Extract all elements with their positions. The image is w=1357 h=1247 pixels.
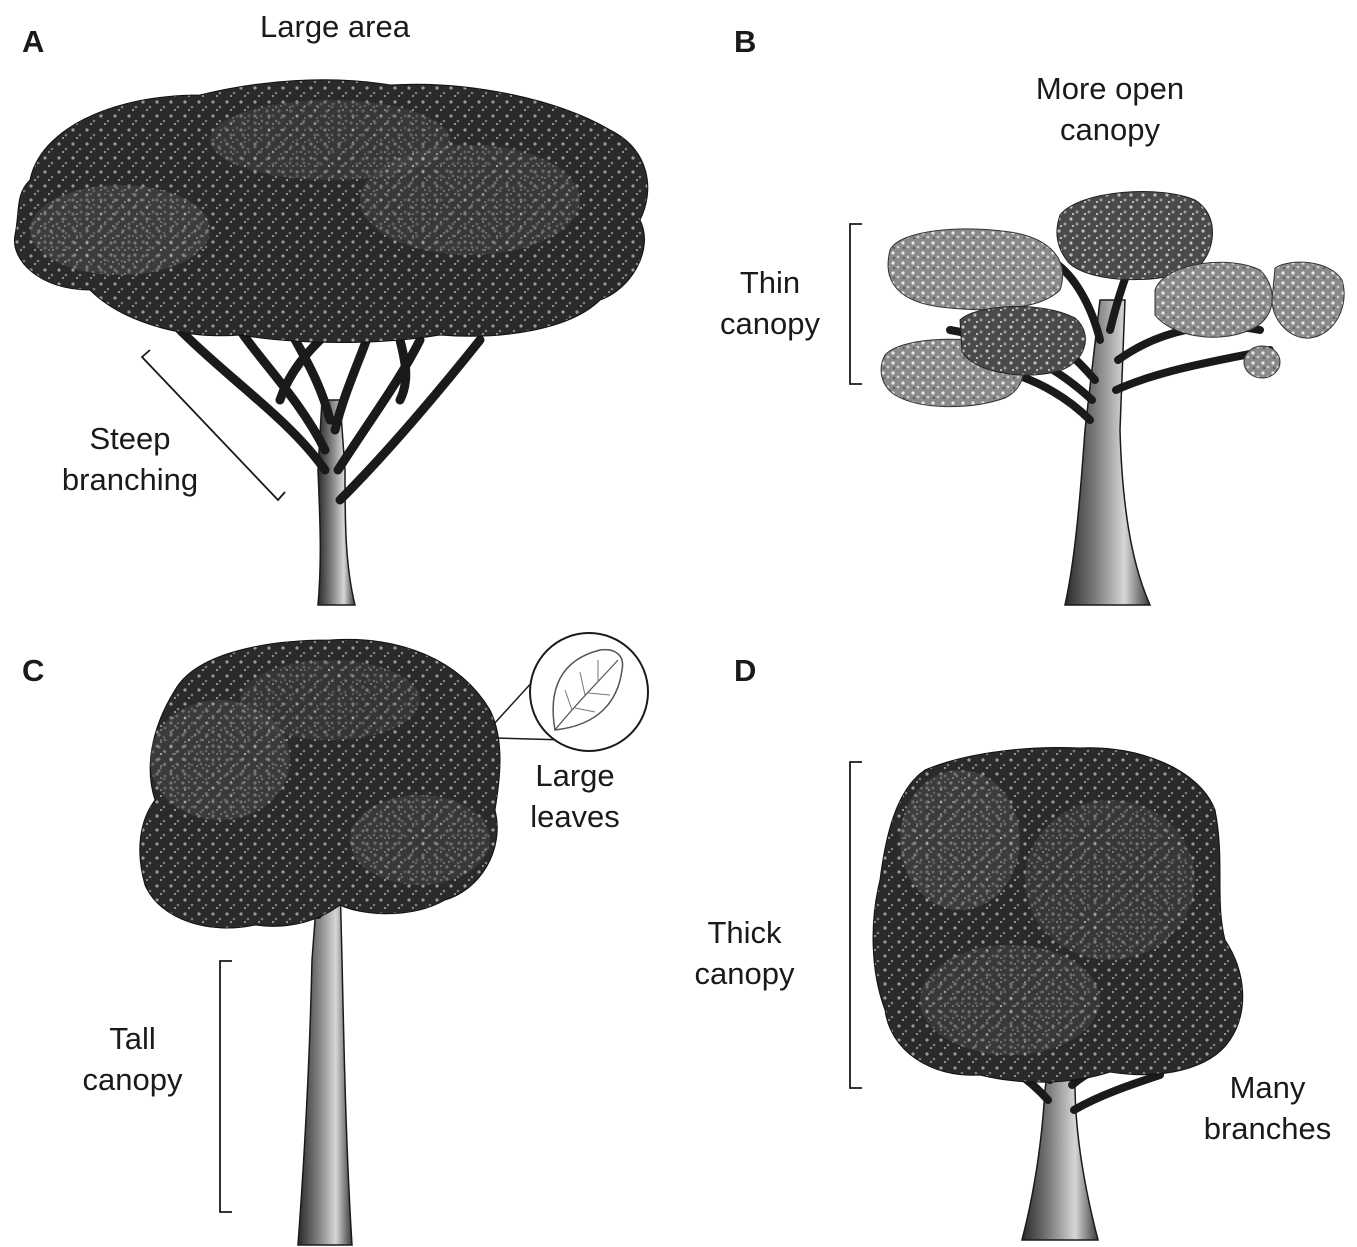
tree-d-illustration xyxy=(873,747,1243,1240)
panel-letter-d: D xyxy=(734,655,756,686)
label-canopy-line: canopy xyxy=(990,109,1230,150)
label-thin-canopy: Thin canopy xyxy=(700,262,840,344)
label-thick-line: Thick xyxy=(672,912,817,953)
label-branches-line: branches xyxy=(1185,1108,1350,1149)
label-steep-branching: Steep branching xyxy=(30,418,230,500)
label-thin-line: Thin xyxy=(700,262,840,303)
label-thick-canopy-line: canopy xyxy=(672,953,817,994)
panel-letter-a: A xyxy=(22,26,44,57)
label-large-leaves: Large leaves xyxy=(505,755,645,837)
label-large-area: Large area xyxy=(200,6,470,47)
panel-letter-c: C xyxy=(22,655,44,686)
tree-c-trunk xyxy=(298,880,352,1245)
tree-a-illustration xyxy=(14,80,647,605)
label-large-line: Large xyxy=(505,755,645,796)
label-tall-line: Tall xyxy=(60,1018,205,1059)
label-many-line: Many xyxy=(1185,1067,1350,1108)
bracket-thick-canopy xyxy=(850,762,862,1088)
tree-b-canopy-lower-mid xyxy=(960,306,1085,375)
tree-b-canopy-right xyxy=(1155,262,1272,337)
label-thin-canopy-line: canopy xyxy=(700,303,840,344)
label-tall-canopy-line: canopy xyxy=(60,1059,205,1100)
tree-b-illustration xyxy=(881,192,1344,605)
label-leaves-line: leaves xyxy=(505,796,645,837)
tree-c-illustration xyxy=(140,633,648,1245)
label-many-branches: Many branches xyxy=(1185,1067,1350,1149)
bracket-tall-canopy xyxy=(220,961,232,1212)
bracket-thin-canopy xyxy=(850,224,862,384)
label-branching-line: branching xyxy=(30,459,230,500)
large-leaf-callout xyxy=(493,633,648,751)
label-steep-line: Steep xyxy=(30,418,230,459)
label-tall-canopy: Tall canopy xyxy=(60,1018,205,1100)
label-thick-canopy: Thick canopy xyxy=(672,912,817,994)
tree-b-canopy-far-right xyxy=(1272,262,1344,338)
panel-letter-b: B xyxy=(734,26,756,57)
label-more-open-canopy: More open canopy xyxy=(990,68,1230,150)
tree-b-canopy-left xyxy=(888,229,1062,310)
label-more-open-line: More open xyxy=(990,68,1230,109)
